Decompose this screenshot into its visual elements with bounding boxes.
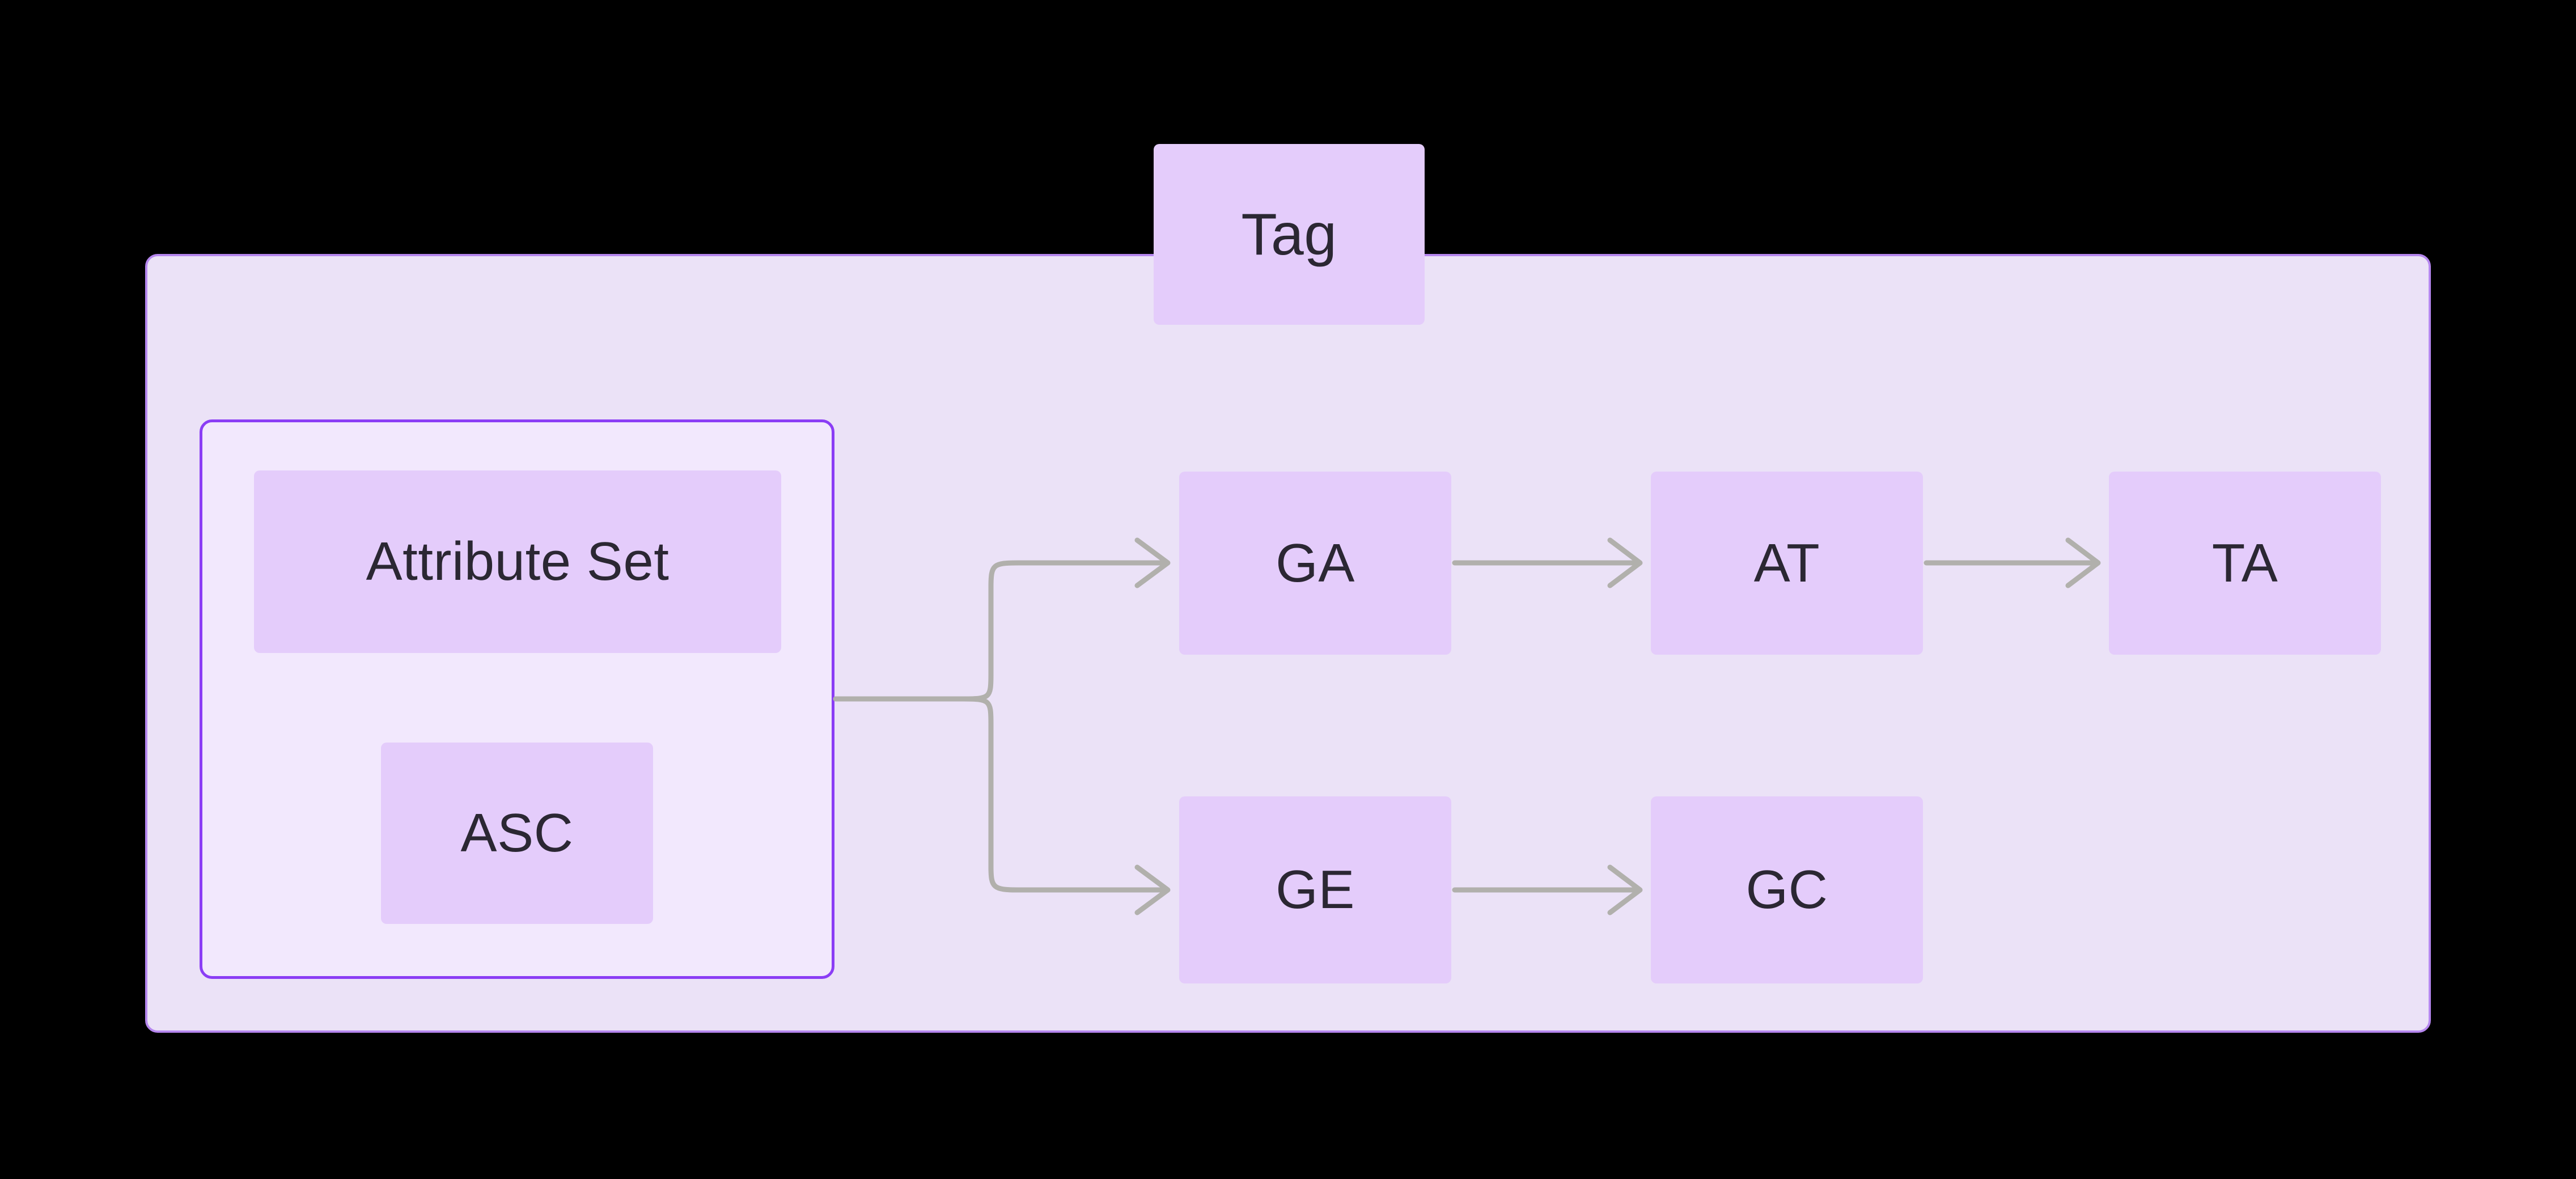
node-ge[interactable]: GE bbox=[1179, 796, 1451, 983]
node-at[interactable]: AT bbox=[1651, 472, 1923, 655]
node-gc[interactable]: GC bbox=[1651, 796, 1923, 983]
node-ga[interactable]: GA bbox=[1179, 472, 1451, 655]
node-attribute-set[interactable]: Attribute Set bbox=[254, 470, 781, 653]
node-at-label: AT bbox=[1753, 532, 1820, 593]
node-asc[interactable]: ASC bbox=[381, 743, 653, 924]
tag-container-title-chip[interactable]: Tag bbox=[1154, 144, 1425, 325]
node-attribute-set-label: Attribute Set bbox=[366, 531, 670, 592]
node-ga-label: GA bbox=[1276, 532, 1355, 593]
node-gc-label: GC bbox=[1745, 859, 1828, 920]
node-ta-label: TA bbox=[2211, 532, 2278, 593]
tag-container-title-label: Tag bbox=[1241, 201, 1337, 268]
node-asc-label: ASC bbox=[460, 803, 574, 863]
node-ge-label: GE bbox=[1276, 859, 1355, 920]
node-ta[interactable]: TA bbox=[2109, 472, 2381, 655]
